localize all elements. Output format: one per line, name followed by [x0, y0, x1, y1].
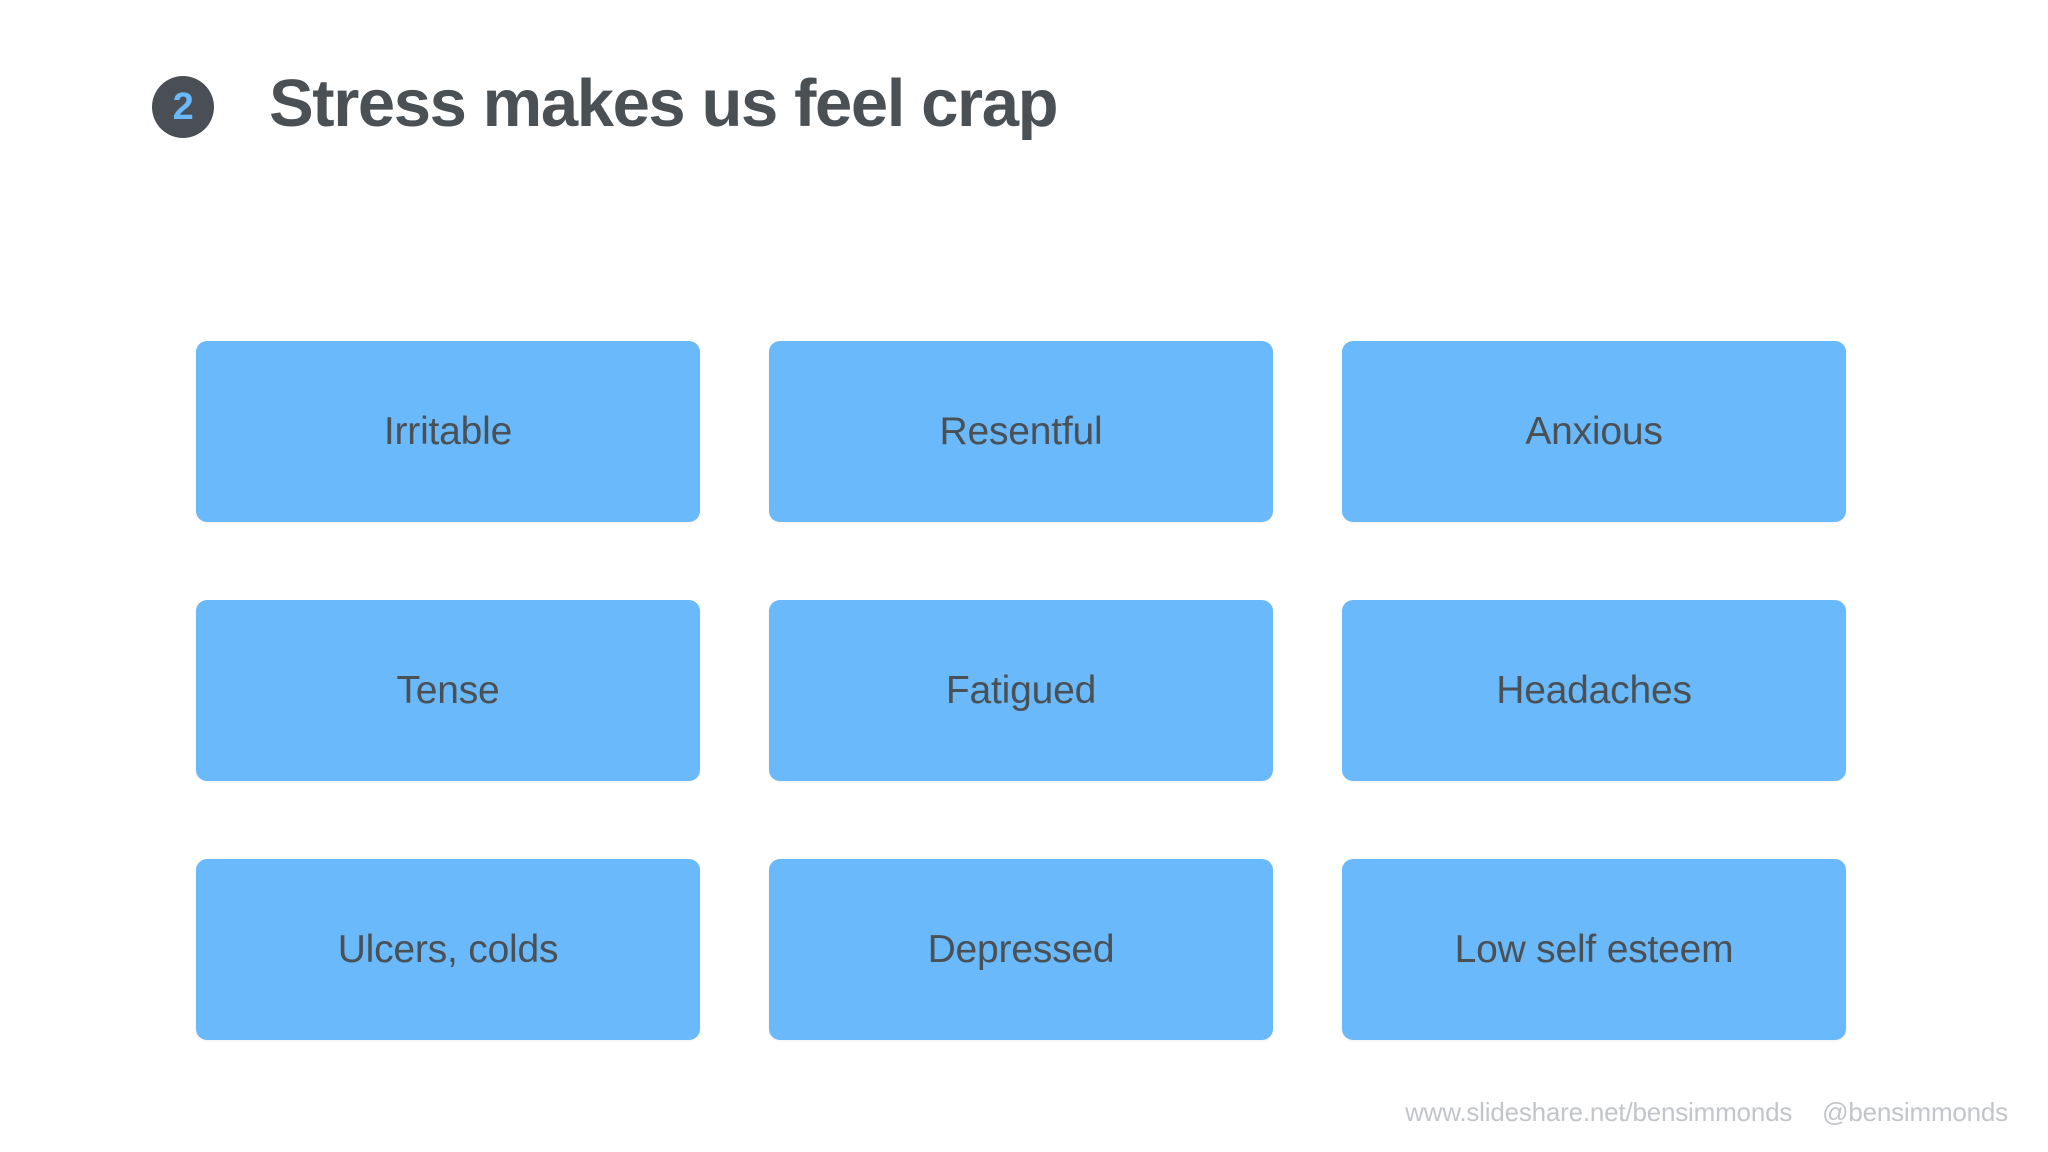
step-number-label: 2 — [172, 86, 194, 128]
slide-header: 2 Stress makes us feel crap — [152, 55, 1059, 151]
symptom-card-resentful[interactable]: Resentful — [769, 341, 1273, 522]
symptom-card-label: Depressed — [927, 928, 1115, 971]
page-title: Stress makes us feel crap — [269, 65, 1059, 141]
symptom-card-tense[interactable]: Tense — [196, 600, 700, 781]
footer-social-handle[interactable]: @bensimmonds — [1822, 1097, 2008, 1127]
footer-url[interactable]: www.slideshare.net/bensimmonds — [1405, 1097, 1793, 1127]
symptom-card-fatigued[interactable]: Fatigued — [769, 600, 1273, 781]
symptom-card-label: Low self esteem — [1454, 928, 1734, 971]
symptom-card-label: Ulcers, colds — [337, 928, 559, 971]
step-number-badge: 2 — [152, 76, 214, 138]
symptom-card-low-self-esteem[interactable]: Low self esteem — [1342, 859, 1846, 1040]
symptom-card-label: Fatigued — [945, 669, 1097, 712]
symptom-card-anxious[interactable]: Anxious — [1342, 341, 1846, 522]
symptom-grid: Irritable Resentful Anxious Tense Fatigu… — [196, 341, 1846, 1040]
symptom-card-label: Resentful — [939, 410, 1103, 453]
symptom-card-label: Anxious — [1525, 410, 1663, 453]
symptom-card-depressed[interactable]: Depressed — [769, 859, 1273, 1040]
slide-footer: www.slideshare.net/bensimmonds @bensimmo… — [1405, 1097, 2008, 1128]
symptom-card-label: Tense — [396, 669, 500, 712]
symptom-card-label: Irritable — [383, 410, 513, 453]
symptom-card-ulcers-colds[interactable]: Ulcers, colds — [196, 859, 700, 1040]
symptom-card-irritable[interactable]: Irritable — [196, 341, 700, 522]
symptom-card-label: Headaches — [1496, 669, 1692, 712]
symptom-card-headaches[interactable]: Headaches — [1342, 600, 1846, 781]
